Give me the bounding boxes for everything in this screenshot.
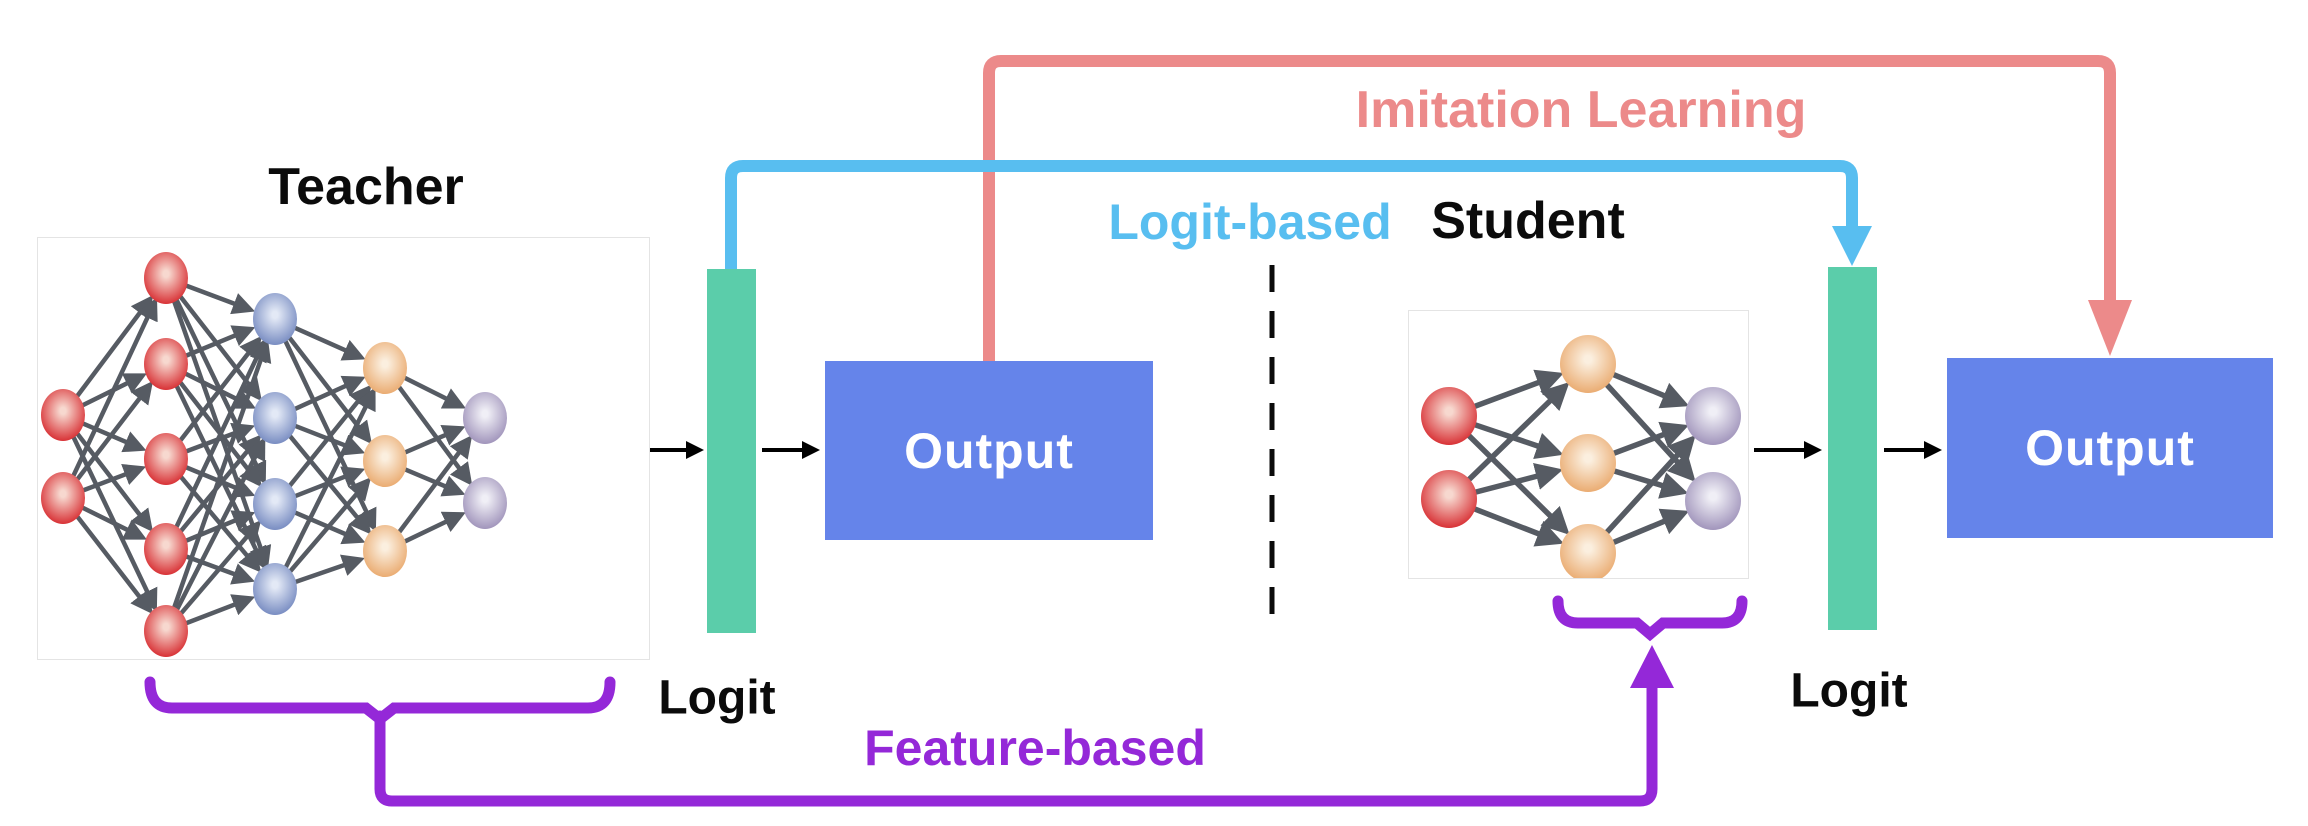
imitation-learning-label: Imitation Learning xyxy=(1355,81,1807,139)
teacher-net-to-logit-arrow xyxy=(648,441,704,459)
teacher-network-graph xyxy=(41,252,507,657)
student-network-image xyxy=(1408,310,1749,579)
student-logit-to-output-arrow xyxy=(1884,441,1942,459)
student-logit-bar xyxy=(1828,267,1877,630)
student-net-to-logit-arrow xyxy=(1754,441,1822,459)
logit-based-arrow xyxy=(725,160,1872,270)
teacher-logit-bar xyxy=(707,269,756,633)
student-logit-label: Logit xyxy=(1790,664,1908,718)
student-output-box: Output xyxy=(1947,358,2273,538)
feature-based-label: Feature-based xyxy=(864,720,1206,776)
student-output-label: Output xyxy=(2025,420,2195,476)
teacher-output-box: Output xyxy=(825,361,1153,540)
feature-based-arrow xyxy=(144,595,1748,807)
teacher-network-image xyxy=(37,237,650,660)
teacher-logit-label: Logit xyxy=(658,671,776,725)
teacher-logit-to-output-arrow xyxy=(762,441,820,459)
student-network-graph xyxy=(1421,335,1741,578)
student-title: Student xyxy=(1431,192,1625,250)
logit-based-label: Logit-based xyxy=(1108,194,1392,250)
teacher-output-label: Output xyxy=(904,422,1074,479)
teacher-title: Teacher xyxy=(268,158,464,216)
imitation-learning-arrow xyxy=(983,55,2132,361)
